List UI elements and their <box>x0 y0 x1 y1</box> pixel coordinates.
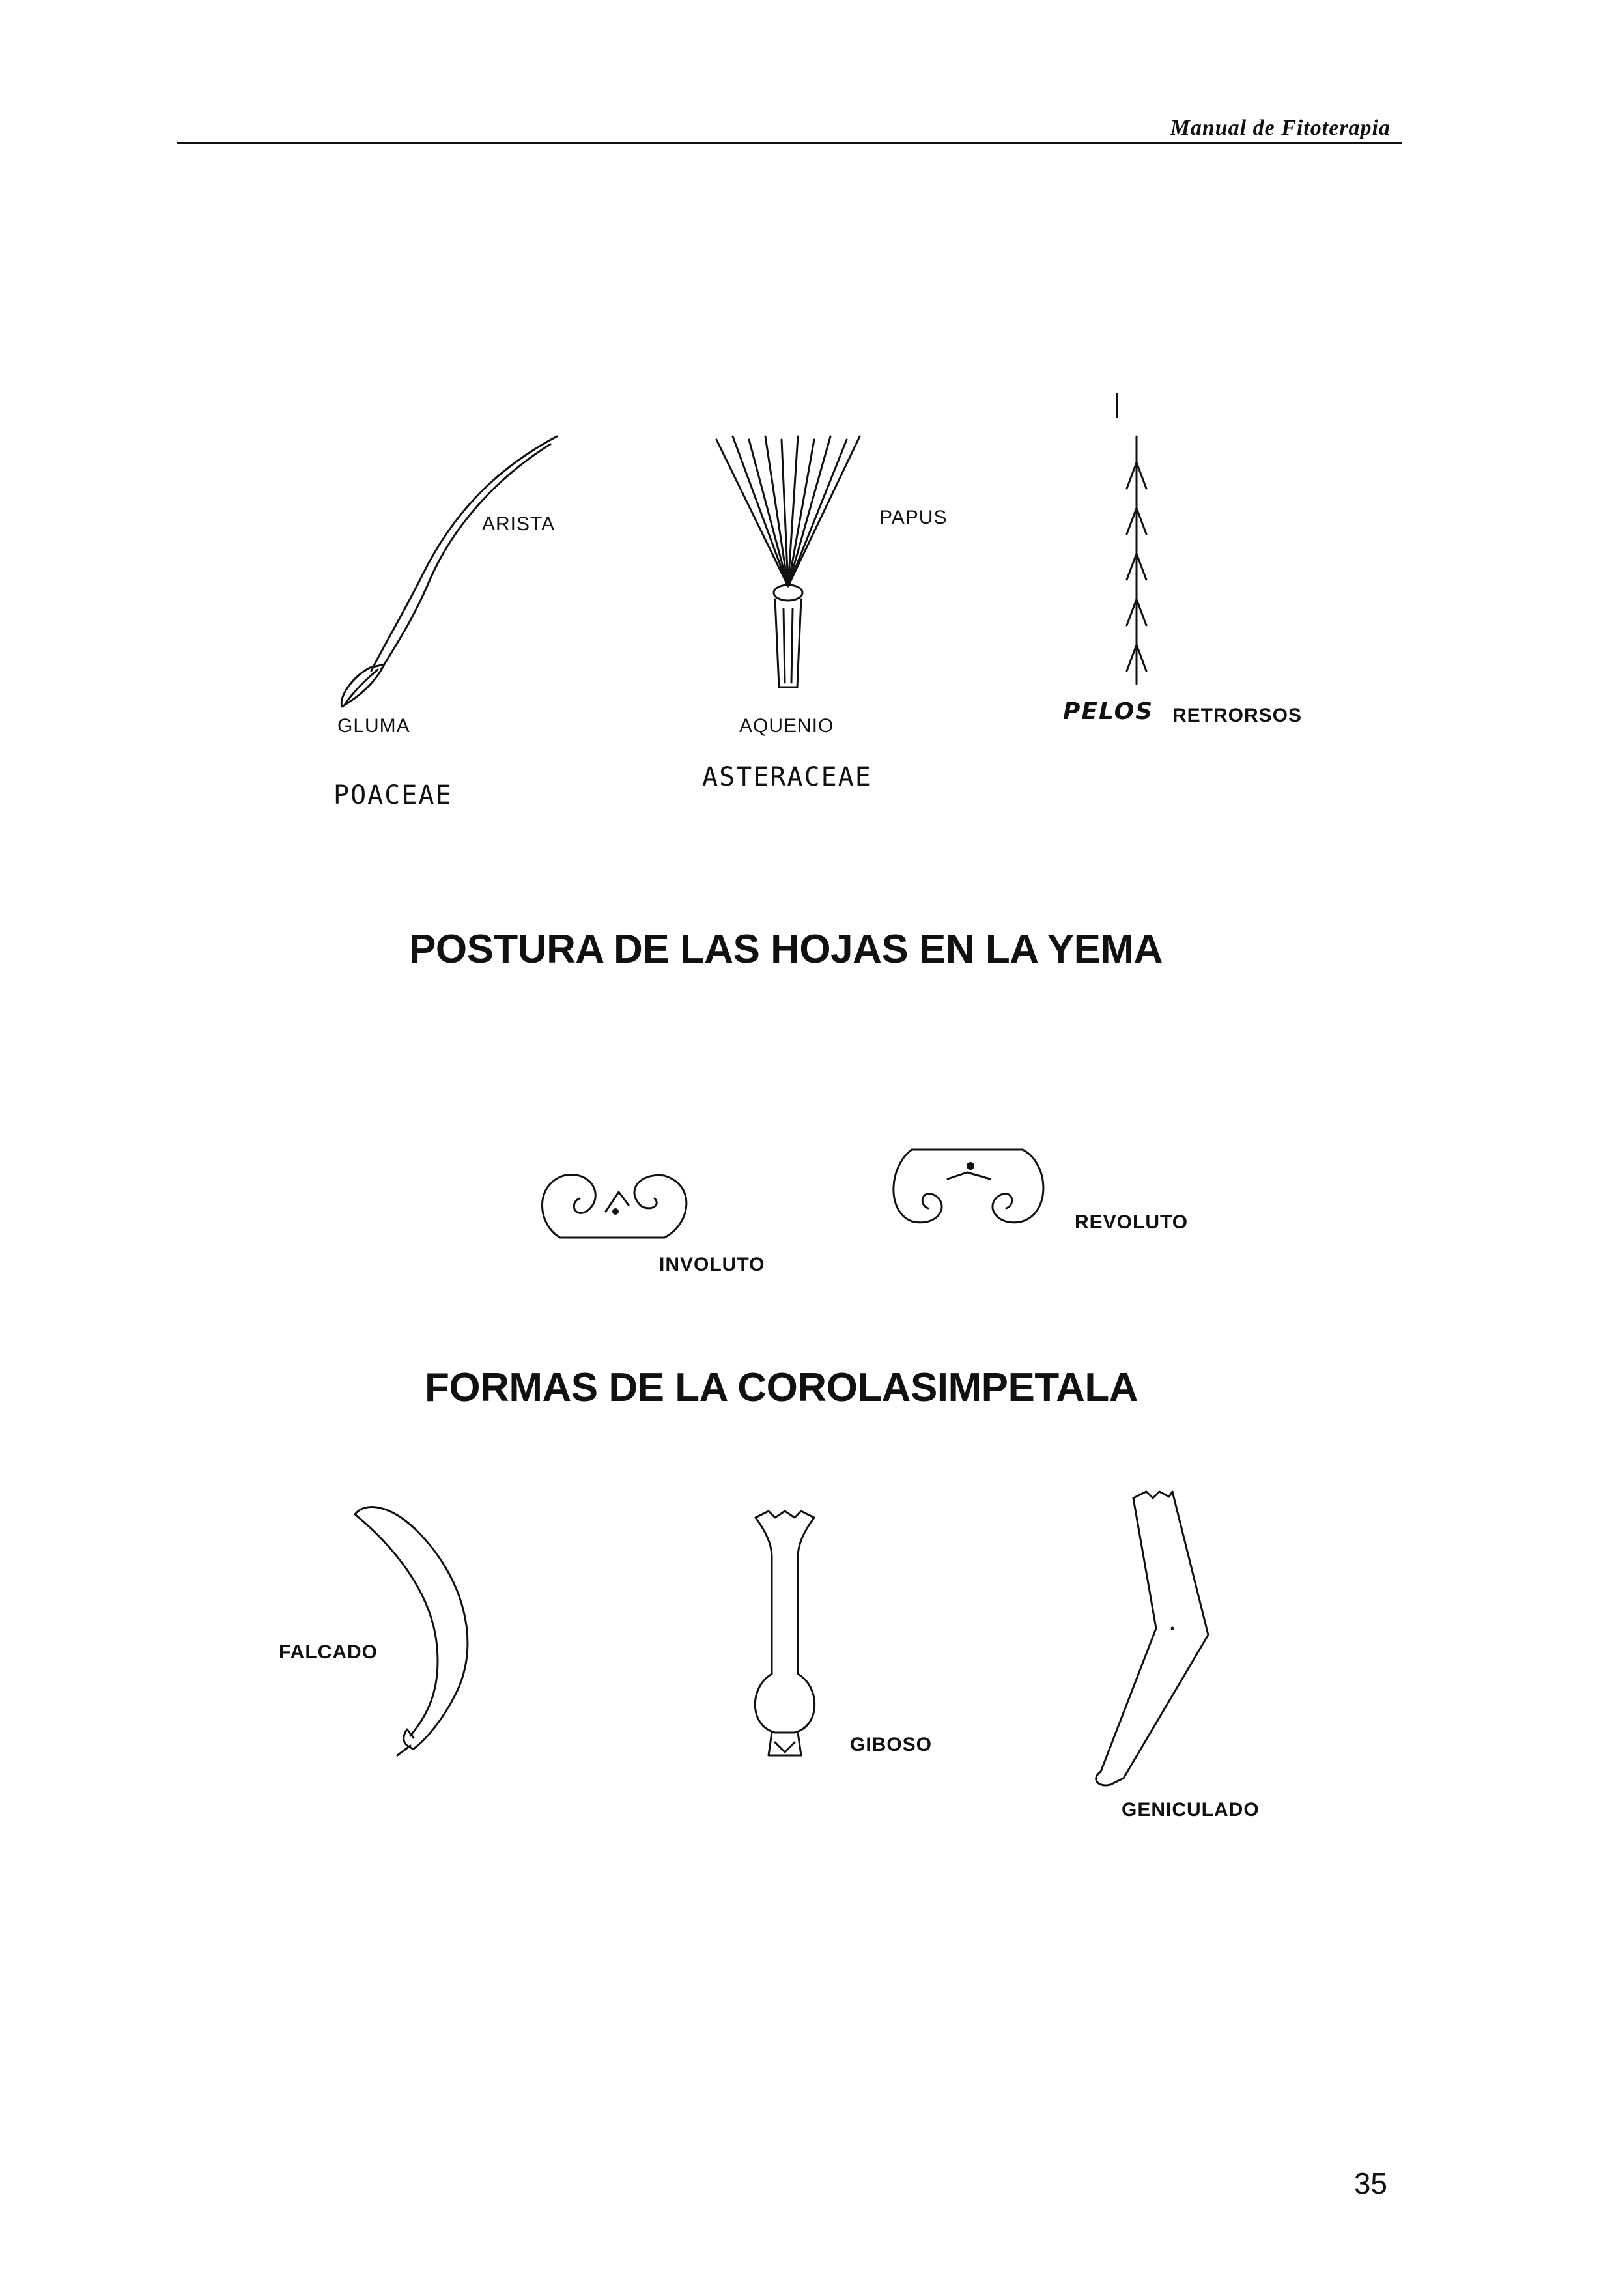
revoluto-label: REVOLUTO <box>1075 1212 1189 1233</box>
giboso-drawing <box>754 1510 816 1757</box>
arista-gluma-drawing <box>340 435 558 708</box>
papus-aquenio-drawing <box>715 435 861 688</box>
involuto-drawing <box>541 1174 688 1239</box>
papus-label: PAPUS <box>879 507 948 528</box>
section-title-postura: POSTURA DE LAS HOJAS EN LA YEMA <box>409 927 1163 972</box>
giboso-label: GIBOSO <box>850 1734 933 1755</box>
running-header-title: Manual de Fitoterapia <box>1170 116 1391 140</box>
pelos-retrorsos-drawing <box>1116 393 1148 685</box>
header-rule <box>177 142 1402 144</box>
pelos-label: PELOS <box>1063 698 1154 725</box>
arista-label: ARISTA <box>482 513 556 535</box>
revoluto-drawing <box>892 1148 1045 1224</box>
geniculado-label: GENICULADO <box>1122 1799 1260 1821</box>
page-number: 35 <box>1353 2166 1387 2200</box>
geniculado-drawing <box>1095 1490 1209 1787</box>
section-title-formas: FORMAS DE LA COROLASIMPETALA <box>425 1365 1138 1410</box>
falcado-label: FALCADO <box>279 1641 378 1663</box>
gluma-label: GLUMA <box>337 715 410 737</box>
poaceae-family-label: POACEAE <box>333 780 453 810</box>
retrorsos-label: RETRORSOS <box>1172 705 1303 726</box>
aquenio-label: AQUENIO <box>739 715 834 737</box>
involuto-label: INVOLUTO <box>659 1254 765 1275</box>
falcado-drawing <box>354 1506 469 1757</box>
asteraceae-family-label: ASTERACEAE <box>702 762 872 792</box>
